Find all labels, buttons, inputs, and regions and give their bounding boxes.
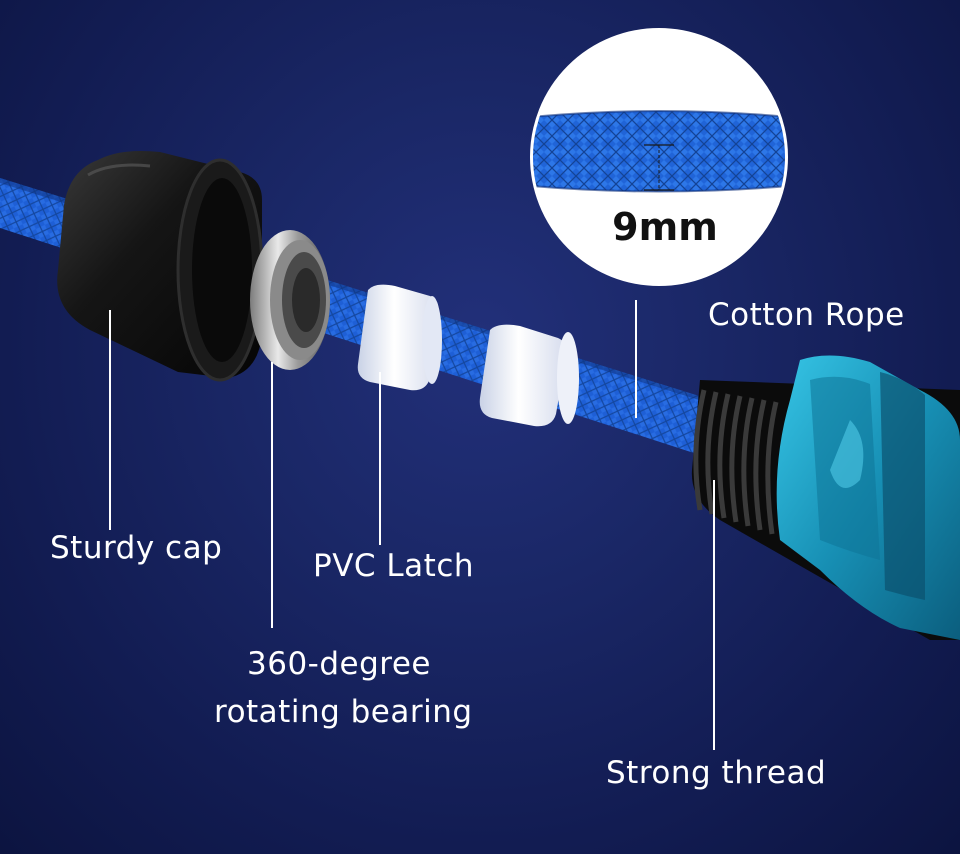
pvc-latch-1 [358, 285, 442, 391]
rope-diameter-label: 9mm [540, 205, 790, 249]
sturdy-cap-label: Sturdy cap [50, 530, 222, 567]
pvc-latch-label: PVC Latch [313, 548, 474, 585]
sturdy-cap [57, 151, 262, 380]
strong-thread-label: Strong thread [606, 755, 826, 792]
cotton-rope-label: Cotton Rope [708, 297, 905, 334]
bearing-label-line1: 360-degree [214, 646, 464, 683]
bearing-label-line2: rotating bearing [214, 694, 464, 731]
handle [692, 355, 960, 640]
rope-zoom-circle [520, 0, 800, 320]
bearing [250, 230, 330, 370]
pvc-latch-2 [480, 325, 579, 427]
